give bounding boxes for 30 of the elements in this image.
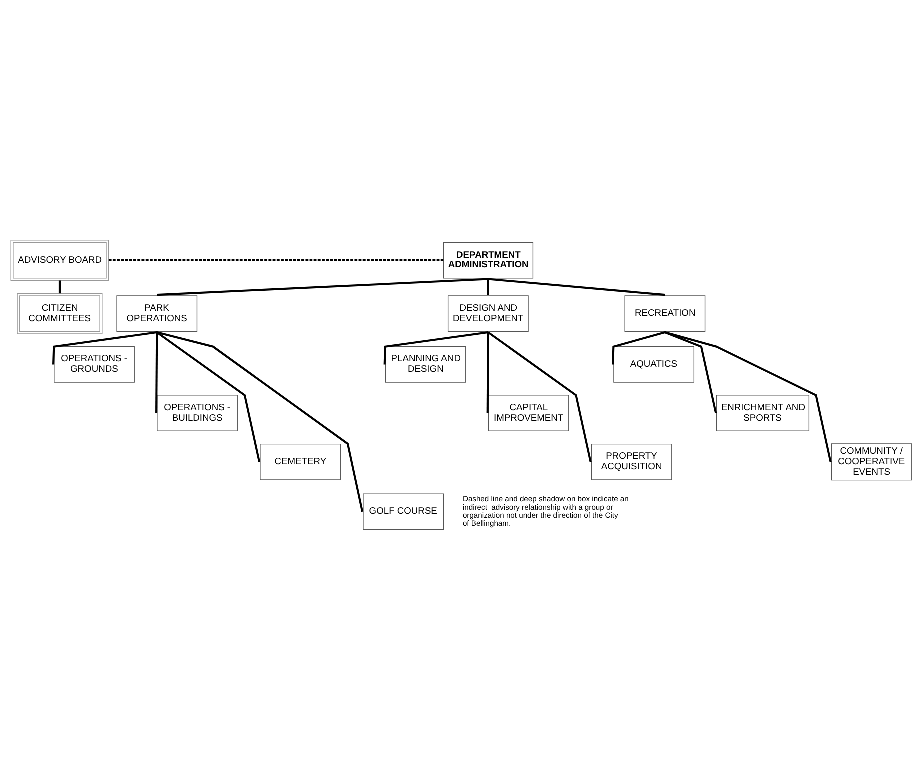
node-box: CEMETERY — [260, 443, 341, 480]
connector — [612, 331, 666, 364]
connector — [157, 278, 488, 296]
connector — [664, 331, 718, 414]
connector — [664, 331, 832, 462]
node-box: AQUATICS — [614, 346, 695, 382]
connector — [488, 331, 592, 462]
connector — [108, 259, 444, 262]
connector — [486, 332, 490, 413]
node-box: GOLF COURSE — [363, 493, 444, 530]
connector — [156, 331, 364, 512]
connector — [487, 278, 490, 295]
node-box: PROPERTY ACQUISITION — [591, 443, 672, 480]
node-box: OPERATIONS - BUILDINGS — [157, 394, 238, 431]
connector — [156, 331, 261, 462]
connector — [58, 280, 61, 294]
connector — [52, 331, 158, 364]
node-box: OPERATIONS - GROUNDS — [54, 346, 135, 382]
connector — [384, 331, 489, 364]
node-box: CITIZEN COMMITTEES — [17, 292, 103, 334]
node-box: RECREATION — [624, 295, 706, 332]
node-box: COMMUNITY / COOPERATIVE EVENTS — [831, 443, 912, 480]
connector — [156, 332, 158, 413]
node-box: DEPARTMENT ADMINISTRATION — [443, 242, 534, 278]
node-box: CAPITAL IMPROVEMENT — [488, 394, 570, 431]
node-box: ENRICHMENT AND SPORTS — [716, 394, 810, 431]
node-box: PARK OPERATIONS — [116, 295, 198, 332]
node-box: PLANNING AND DESIGN — [385, 346, 466, 382]
connector — [488, 278, 666, 296]
node-box: DESIGN AND DEVELOPMENT — [448, 295, 529, 332]
